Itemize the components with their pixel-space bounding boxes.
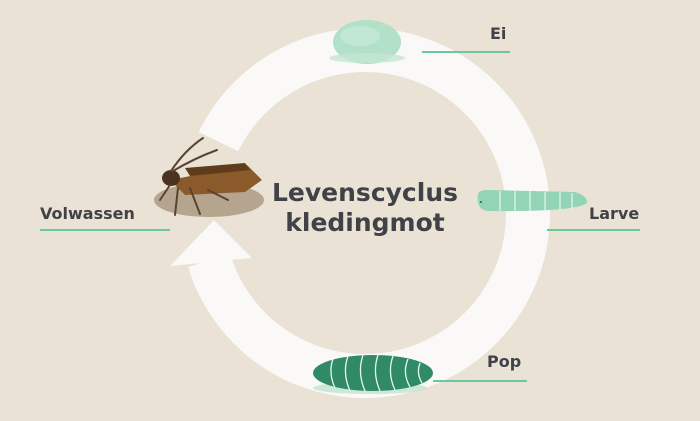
cycle-ring-arc <box>188 28 550 398</box>
label-pupa: Pop <box>487 352 522 371</box>
adult-moth-illustration <box>154 137 264 217</box>
label-adult: Volwassen <box>40 204 135 223</box>
diagram-title: Levenscyclus kledingmot <box>255 178 475 238</box>
larva-illustration <box>477 190 588 212</box>
label-egg: Ei <box>490 24 507 43</box>
pupa-illustration <box>313 354 433 394</box>
title-line-1: Levenscyclus <box>272 178 458 207</box>
cycle-arrowhead <box>170 220 252 266</box>
label-larva: Larve <box>589 204 640 223</box>
leader-line-egg <box>422 51 510 53</box>
leader-line-adult <box>40 229 170 231</box>
leader-line-pupa <box>433 380 527 382</box>
leader-line-larva <box>547 229 640 231</box>
title-line-2: kledingmot <box>285 208 445 237</box>
egg-cluster-illustration <box>329 20 405 64</box>
